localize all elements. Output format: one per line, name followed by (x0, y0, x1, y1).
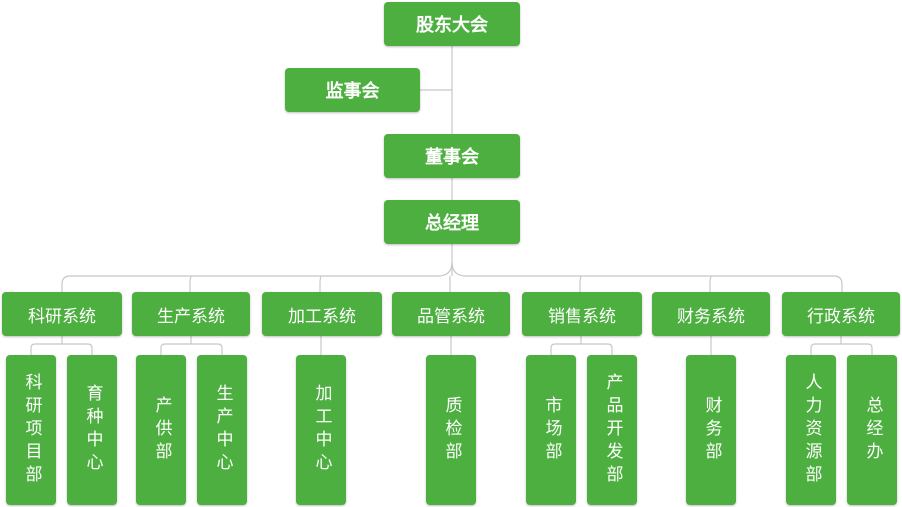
dept-box-human-resources: 人力资源部 (786, 355, 836, 505)
system-box-quality: 品管系统 (392, 292, 510, 336)
system-label: 科研系统 (28, 306, 96, 327)
system-box-finance: 财务系统 (652, 292, 770, 336)
system-bus (61, 261, 453, 292)
system-label: 生产系统 (157, 306, 225, 327)
dept-box-gm-office: 总经办 (847, 355, 897, 505)
system-label: 加工系统 (288, 306, 356, 327)
dept-label: 产供部 (151, 395, 172, 465)
dept-box-marketing: 市场部 (526, 355, 576, 505)
system-label: 销售系统 (548, 306, 616, 327)
dept-label: 财务部 (701, 395, 722, 465)
system-bus-right (451, 261, 843, 292)
system-label: 品管系统 (417, 306, 485, 327)
dept-label: 育种中心 (82, 384, 103, 476)
shareholders-meeting-label: 股东大会 (416, 15, 488, 36)
dept-label: 总经办 (862, 395, 883, 465)
dept-label: 生产中心 (212, 384, 233, 476)
system-label: 财务系统 (677, 306, 745, 327)
system-box-admin: 行政系统 (782, 292, 900, 336)
dept-label: 科研项目部 (21, 372, 42, 488)
system-box-processing: 加工系统 (262, 292, 382, 336)
system-box-production: 生产系统 (132, 292, 250, 336)
dept-box-finance: 财务部 (686, 355, 736, 505)
board-of-directors-box: 董事会 (384, 134, 520, 178)
shareholders-meeting-box: 股东大会 (384, 2, 520, 46)
supervisory-board-box: 监事会 (285, 68, 420, 112)
general-manager-label: 总经理 (425, 213, 479, 234)
dept-label: 人力资源部 (801, 372, 822, 488)
dept-box-quality-inspection: 质检部 (426, 355, 476, 505)
dept-label: 产品开发部 (602, 372, 623, 488)
dept-box-supply: 产供部 (136, 355, 186, 505)
board-of-directors-label: 董事会 (425, 147, 479, 168)
dept-label: 质检部 (441, 395, 462, 465)
dept-box-research-projects: 科研项目部 (6, 355, 56, 505)
dept-box-product-development: 产品开发部 (587, 355, 637, 505)
dept-box-breeding-center: 育种中心 (67, 355, 117, 505)
system-label: 行政系统 (807, 306, 875, 327)
dept-box-processing-center: 加工中心 (296, 355, 346, 505)
dept-label: 市场部 (541, 395, 562, 465)
system-box-research: 科研系统 (2, 292, 122, 336)
dept-label: 加工中心 (311, 384, 332, 476)
supervisory-board-label: 监事会 (325, 81, 380, 102)
dept-box-production-center: 生产中心 (197, 355, 247, 505)
general-manager-box: 总经理 (384, 200, 520, 244)
system-box-sales: 销售系统 (522, 292, 642, 336)
